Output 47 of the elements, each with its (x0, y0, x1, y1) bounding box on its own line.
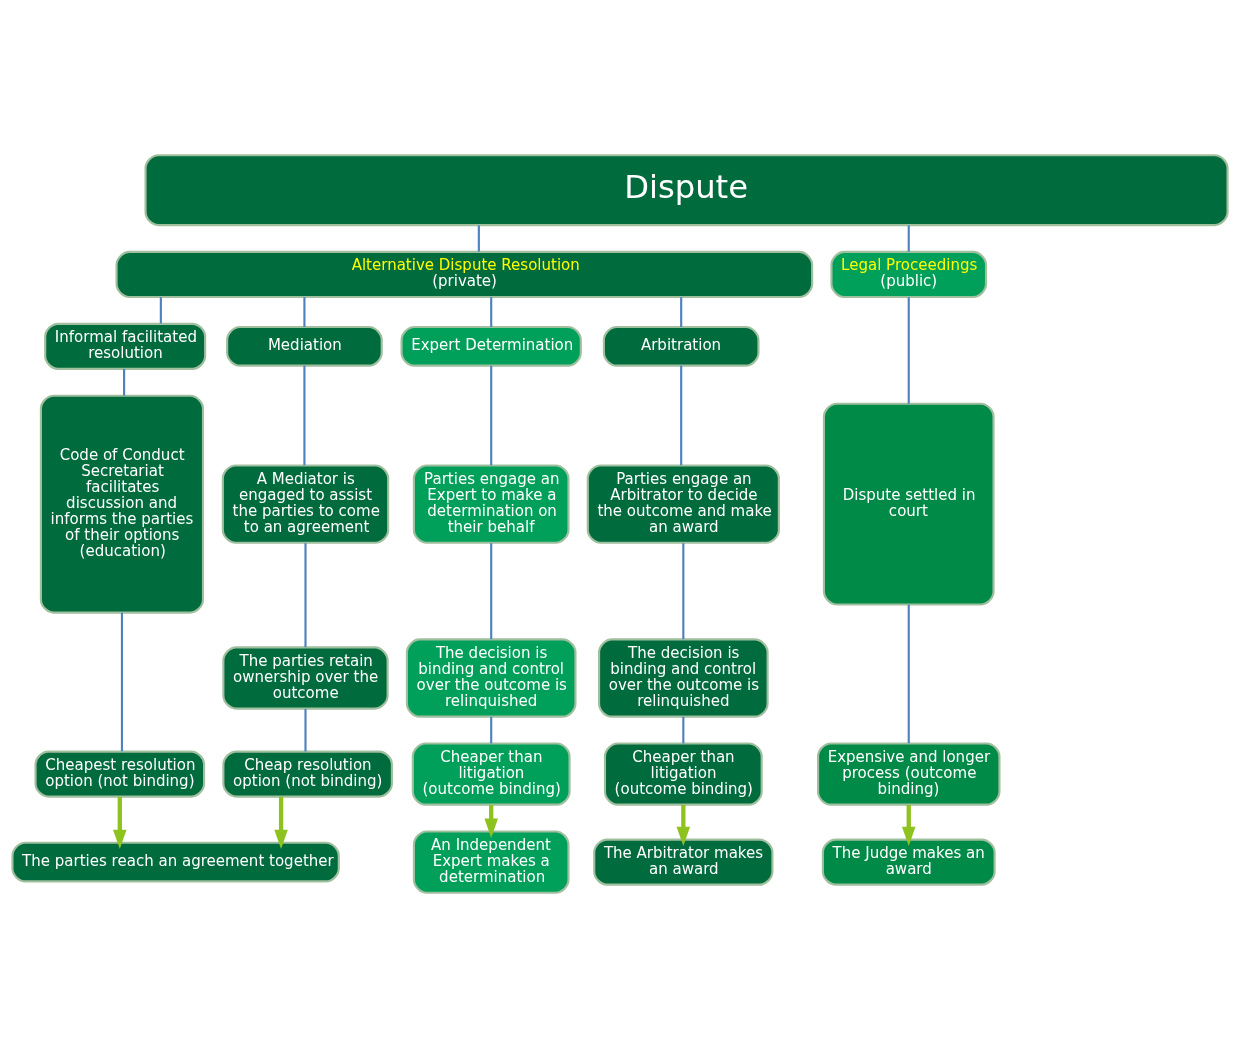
node-box: The parties retain ownership over the outcome (222, 646, 389, 710)
connector (303, 297, 306, 327)
connector (490, 716, 493, 744)
node-box: The decision is binding and control over the outcome is relinquished (405, 638, 577, 718)
connector (159, 297, 162, 324)
connector (477, 225, 480, 252)
connector (907, 604, 910, 744)
node-box: Legal Proceedings (public) (830, 250, 988, 299)
connector (680, 297, 683, 327)
connector (490, 365, 493, 466)
connector (490, 297, 493, 327)
connector (907, 297, 910, 404)
node-box: Cheapest resolution option (not binding) (34, 750, 206, 798)
connector (303, 365, 306, 466)
node-box: Alternative Dispute Resolution (private) (115, 250, 814, 299)
node-box: The Judge makes an award (821, 838, 996, 886)
connector (682, 716, 685, 744)
node-box: Informal facilitated resolution (44, 322, 207, 370)
node-box: Mediation (226, 325, 383, 367)
connector (120, 612, 124, 752)
arrow (274, 796, 288, 849)
node-box: Parties engage an Arbitrator to decide the outcome and make an award (586, 464, 780, 544)
node-box: Dispute (144, 154, 1229, 227)
connector (907, 225, 910, 252)
connector (304, 708, 307, 752)
node-box: The decision is binding and control over the outcome is relinquished (598, 638, 769, 718)
node-box: The Arbitrator makes an award (593, 838, 774, 886)
node-box: A Mediator is engaged to assist the parties to come to an agreement (221, 464, 390, 544)
arrow (901, 804, 916, 846)
node-box: Dispute settled in court (822, 402, 995, 606)
connector (123, 368, 126, 396)
connector (682, 543, 685, 640)
node-box: An Independent Expert makes a determination (412, 830, 570, 894)
connector (304, 543, 307, 648)
node-box: Cheaper than litigation (outcome binding) (411, 742, 571, 806)
node-box: The parties reach an agreement together (11, 841, 340, 883)
connector (680, 365, 683, 466)
connector (490, 543, 493, 640)
node-box: Expensive and longer process (outcome binding) (816, 742, 1001, 806)
node-box: Cheap resolution option (not binding) (222, 750, 393, 798)
node-box: Parties engage an Expert to make a determination on their behalf (412, 464, 570, 544)
arrow (113, 796, 127, 849)
node-box: Cheaper than litigation (outcome binding) (603, 742, 763, 806)
arrow (676, 804, 691, 846)
node-box: Expert Determination (400, 325, 582, 367)
node-box: Arbitration (602, 325, 760, 367)
node-box: Code of Conduct Secretariat facilitates discussion and informs the parties of their options (education) (39, 394, 205, 614)
